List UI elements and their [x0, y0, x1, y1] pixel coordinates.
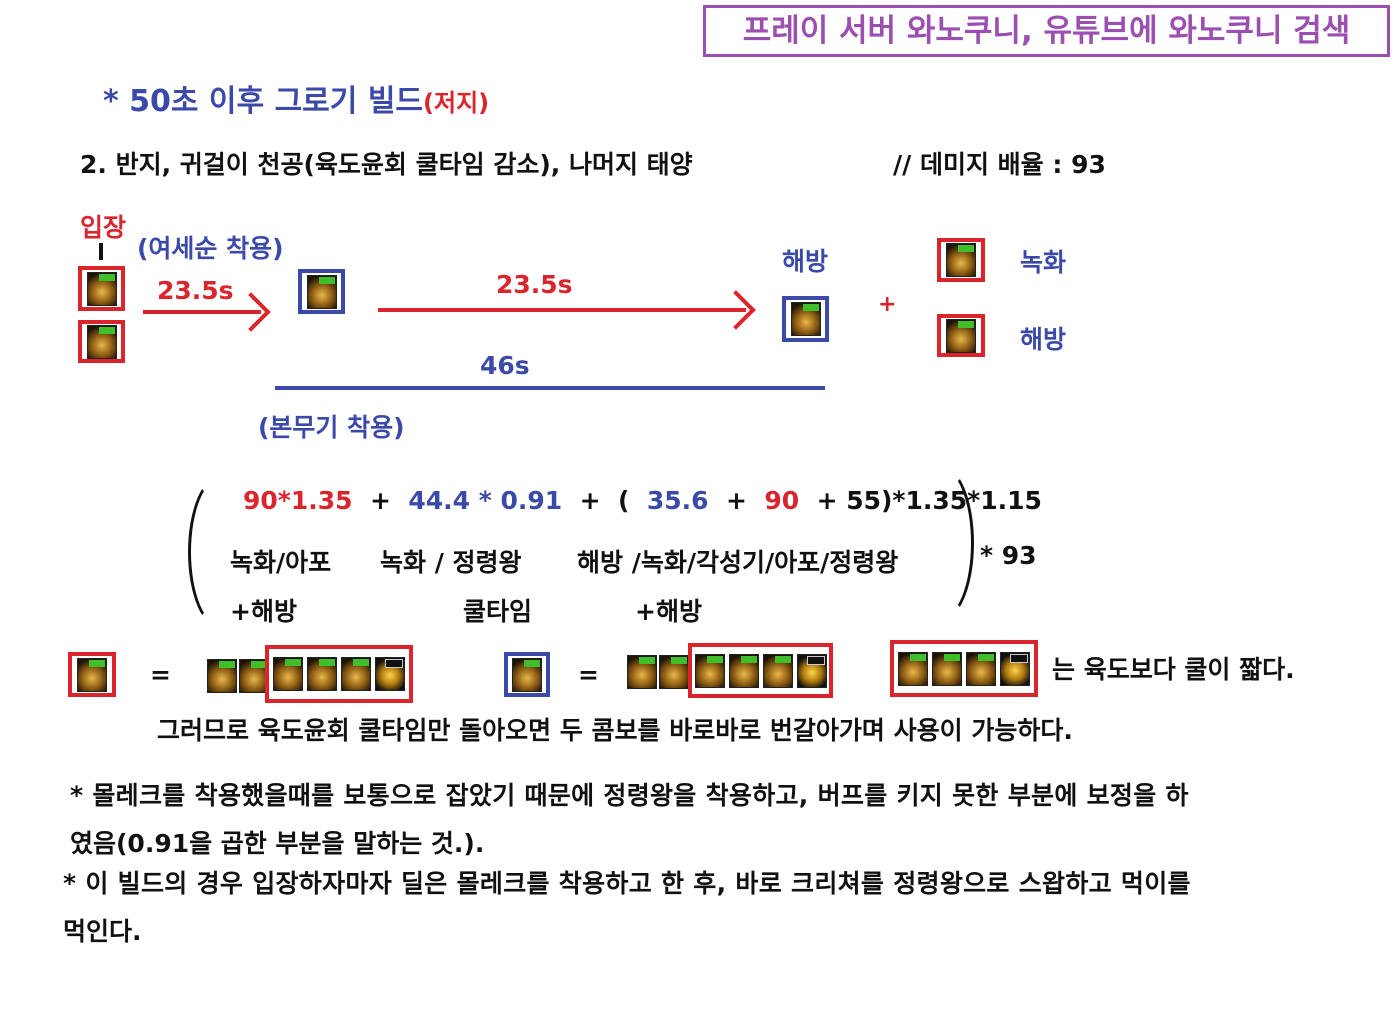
skill-icon — [946, 318, 976, 353]
entry-label: 입장 — [80, 213, 127, 242]
nokhwa-label: 녹화 — [1020, 248, 1067, 277]
skill-icon — [86, 324, 117, 359]
awakening-icon — [1000, 651, 1030, 686]
arrow-2-head — [716, 290, 756, 330]
right-parenthesis — [908, 465, 974, 621]
formula-label: 쿨타임 — [463, 597, 533, 626]
formula-term-a: 90*1.35 — [243, 486, 353, 515]
combo-2-skill-box — [504, 652, 550, 697]
skill-icon — [86, 271, 117, 306]
skill-icon — [627, 655, 657, 689]
skill-icon — [790, 302, 821, 336]
banner: 프레이 서버 와노쿠니, 유튜브에 와노쿠니 검색 — [703, 5, 1390, 57]
combo-2-highlight — [688, 643, 833, 698]
skill-box-yeosesun — [298, 269, 345, 314]
arrow-2-shaft — [378, 308, 746, 312]
combo-1-skill-box — [68, 652, 116, 697]
combo-1-prefix-icons — [207, 659, 269, 693]
skill-icon — [273, 657, 303, 691]
skill-box-nokhwa — [937, 238, 985, 282]
skill-icon — [898, 651, 928, 686]
awakening-icon — [375, 657, 405, 691]
shared-combo-highlight — [890, 640, 1038, 697]
setup-text: 2. 반지, 귀걸이 천공(육도윤회 쿨타임 감소), 나머지 태양 — [80, 150, 693, 179]
skill-icon — [946, 243, 976, 277]
combo-conclusion: 그러므로 육도윤회 쿨타임만 돌아오면 두 콤보를 바로바로 번갈아가며 사용이… — [157, 716, 1073, 745]
formula-label: 녹화 / 정령왕 — [380, 548, 522, 577]
skill-icon — [307, 657, 337, 691]
heading-suffix: (저지) — [423, 89, 490, 117]
skill-icon — [512, 657, 542, 692]
note-1-cont: 였음(0.91을 곱한 부분을 말하는 것.). — [70, 829, 485, 858]
skill-box-entry-1 — [78, 266, 125, 311]
combo-1-highlight — [265, 645, 413, 703]
skill-box-entry-2 — [78, 320, 125, 363]
formula-term-c: 35.6 — [646, 486, 709, 515]
formula-label: 녹화/아포 — [230, 548, 332, 577]
formula-label: +해방 — [635, 597, 702, 626]
skill-icon — [341, 657, 371, 691]
formula-rest: + 55)*1.35*1.15 — [816, 486, 1042, 515]
note-2-cont: 먹인다. — [63, 917, 142, 946]
release-label-right: 해방 — [1020, 325, 1067, 354]
formula-term-d: 90 — [764, 486, 800, 515]
duration-1: 23.5s — [157, 276, 234, 305]
left-parenthesis — [188, 475, 254, 629]
skill-icon — [306, 274, 337, 309]
formula-plus: + — [725, 486, 747, 515]
arrow-1-shaft — [143, 310, 261, 314]
skill-icon — [762, 653, 793, 688]
skill-icon — [207, 659, 237, 693]
formula-multiplier: * 93 — [980, 541, 1037, 570]
total-duration-line — [275, 386, 825, 390]
skill-icon — [77, 657, 107, 692]
skill-box-release — [782, 296, 829, 342]
formula-open: ( — [618, 486, 630, 515]
entry-tick — [99, 243, 103, 260]
plus-sign: + — [878, 292, 897, 317]
damage-multiplier: // 데미지 배율 : 93 — [893, 150, 1106, 179]
combo-note: 는 육도보다 쿨이 짧다. — [1052, 655, 1295, 684]
skill-box-release-2 — [937, 314, 985, 357]
heading-main: * 50초 이후 그로기 빌드 — [103, 84, 424, 119]
formula-plus: + — [369, 486, 391, 515]
note-1: * 몰레크를 착용했을때를 보통으로 잡았기 때문에 정령왕을 착용하고, 버프… — [70, 781, 1189, 810]
formula-label: +해방 — [230, 597, 297, 626]
skill-icon — [932, 651, 962, 686]
yeosesun-label: (여세순 착용) — [137, 234, 284, 263]
awakening-icon — [796, 653, 827, 688]
equals-sign: = — [578, 660, 599, 689]
heading: * 50초 이후 그로기 빌드(저지) — [103, 76, 489, 120]
release-label-top: 해방 — [782, 247, 829, 276]
skill-icon — [728, 653, 759, 688]
total-duration: 46s — [480, 351, 530, 380]
formula: 90*1.35 + 44.4 * 0.91 + ( 35.6 + 90 + 55… — [243, 486, 1042, 515]
formula-plus: + — [579, 486, 601, 515]
skill-icon — [966, 651, 996, 686]
main-weapon-label: (본무기 착용) — [258, 413, 405, 442]
skill-icon — [694, 653, 725, 688]
formula-label: 해방 /녹화/각성기/아포/정령왕 — [577, 548, 899, 577]
equals-sign: = — [150, 660, 171, 689]
arrow-1-head — [231, 292, 271, 332]
skill-icon — [659, 655, 689, 689]
combo-2-prefix-icons — [627, 655, 689, 689]
note-2: * 이 빌드의 경우 입장하자마자 딜은 몰레크를 착용하고 한 후, 바로 크… — [63, 869, 1191, 898]
formula-term-b: 44.4 * 0.91 — [408, 486, 563, 515]
duration-2: 23.5s — [496, 270, 573, 299]
